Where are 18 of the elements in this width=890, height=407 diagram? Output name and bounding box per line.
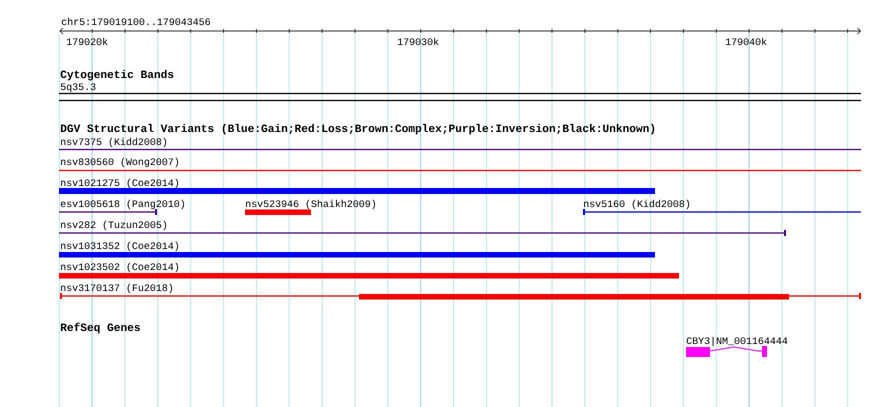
feature-label: nsv523946 (Shaikh2009) [246, 200, 376, 210]
feature-label: nsv282 (Tuzun2005) [61, 220, 166, 230]
feature-label: nsv7375 (Kidd2008) [61, 138, 166, 148]
track-heading: DGV Structural Variants (Blue:Gain;Red:Loss;Brown:Complex;Purple:Inversion;Black:Unknown) [60, 124, 654, 134]
track-heading: RefSeq Genes [60, 322, 140, 334]
coordinate-range: chr5:179019100..179043456 [62, 18, 210, 26]
feature-label: nsv1021275 (Coe2014) [61, 178, 178, 188]
feature-label: nsv3170137 (Fu2018) [61, 284, 172, 294]
feature-label: esv1005618 (Pang2010) [60, 200, 184, 210]
tick-label: 179040k [726, 38, 767, 46]
tick-label: 179020k [66, 38, 108, 46]
feature-label: nsv1023502 (Coe2014) [61, 262, 178, 272]
feature-label: nsv830560 (Wong2007) [61, 158, 178, 168]
tick-label: 179030k [398, 38, 439, 46]
feature-label: nsv1031352 (Coe2014) [61, 242, 178, 252]
feature-label: nsv5160 (Kidd2008) [584, 200, 690, 210]
feature-label: 5q35.3 [60, 83, 96, 92]
feature-label: CBY3|NM_001164444 [686, 336, 788, 346]
